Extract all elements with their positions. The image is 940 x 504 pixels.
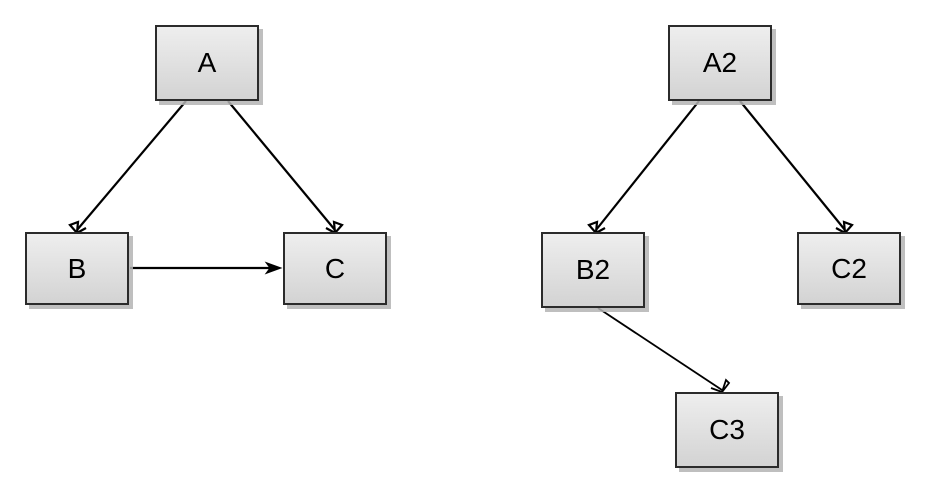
node-c3-label: C3	[709, 414, 745, 445]
node-c2-label: C2	[831, 252, 867, 284]
node-a[interactable]: A	[155, 25, 259, 101]
node-b[interactable]: B	[25, 232, 129, 305]
node-a-label: A	[197, 47, 217, 78]
edge-a2-to-b2	[587, 100, 700, 235]
node-b2[interactable]: B2	[541, 232, 645, 308]
node-c-label: C	[324, 252, 346, 284]
arrowhead-filled-icon	[264, 261, 283, 275]
edge-b-to-c	[130, 261, 283, 275]
node-a2[interactable]: A2	[668, 25, 772, 101]
edge-b2-to-c3	[597, 307, 731, 394]
edge-a2-to-c2	[739, 100, 854, 235]
node-c3[interactable]: C3	[675, 392, 779, 468]
edge-a-to-b	[68, 100, 187, 235]
edge-a-to-c	[227, 100, 344, 235]
node-c[interactable]: C	[283, 232, 387, 305]
node-c2[interactable]: C2	[797, 232, 901, 305]
node-b2-label: B2	[575, 254, 611, 285]
arrowhead-open-icon	[710, 378, 731, 394]
node-b-label: B	[67, 252, 87, 284]
node-a2-label: A2	[702, 47, 738, 78]
